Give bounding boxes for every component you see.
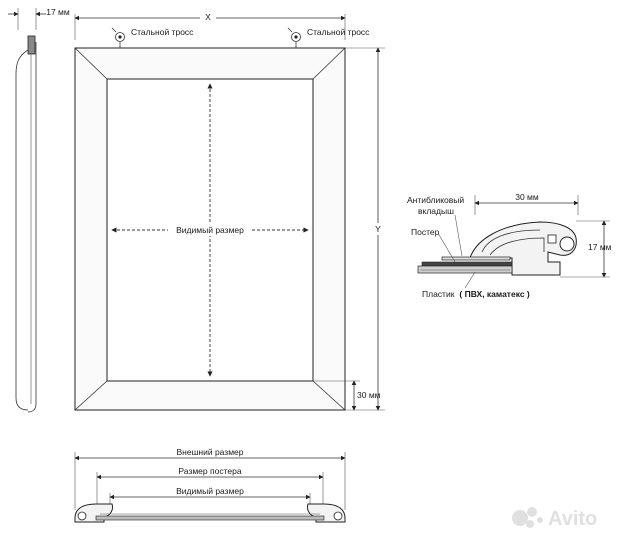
steel-cable-left-label: Стальной тросс bbox=[131, 27, 194, 37]
plastic-label: Пластик( ПВХ, каматекс ) bbox=[422, 289, 530, 299]
steel-cable-hook-right bbox=[287, 27, 301, 48]
front-view: X Стальной тросс Стальной тросс Видимый … bbox=[74, 11, 385, 411]
antiglare-label-line2: вкладыш bbox=[418, 206, 454, 216]
height-y-label: Y bbox=[375, 224, 381, 234]
poster-layer bbox=[421, 261, 513, 267]
visible-size-bottom-label: Видимый размер bbox=[176, 486, 244, 496]
plastic-layer bbox=[417, 265, 513, 274]
frame-width-label: 30 мм bbox=[357, 390, 381, 400]
section-height-label: 17 мм bbox=[588, 242, 612, 252]
side-view: 17 мм bbox=[8, 7, 70, 413]
avito-logo-icon bbox=[512, 507, 543, 528]
bottom-section-view: Внешний размер Размер постера Видимый ра… bbox=[74, 447, 346, 523]
profile-section: 30 мм 17 мм Антибликовый вкладыш Постер … bbox=[407, 192, 612, 299]
outer-size-label: Внешний размер bbox=[176, 447, 243, 457]
antiglare-label-line1: Антибликовый bbox=[407, 195, 464, 205]
avito-watermark-text: Avito bbox=[548, 508, 597, 530]
steel-cable-hook-left bbox=[111, 27, 125, 48]
avito-watermark: Avito bbox=[512, 507, 597, 530]
poster-size-label: Размер постера bbox=[178, 466, 241, 476]
section-width-label: 30 мм bbox=[515, 192, 539, 202]
antiglare-insert-layer bbox=[441, 256, 511, 261]
side-depth-label: 17 мм bbox=[46, 7, 70, 17]
width-x-label: X bbox=[205, 12, 211, 22]
poster-label: Постер bbox=[411, 227, 440, 237]
visible-size-label: Видимый размер bbox=[176, 225, 244, 235]
steel-cable-right-label: Стальной тросс bbox=[307, 27, 370, 37]
